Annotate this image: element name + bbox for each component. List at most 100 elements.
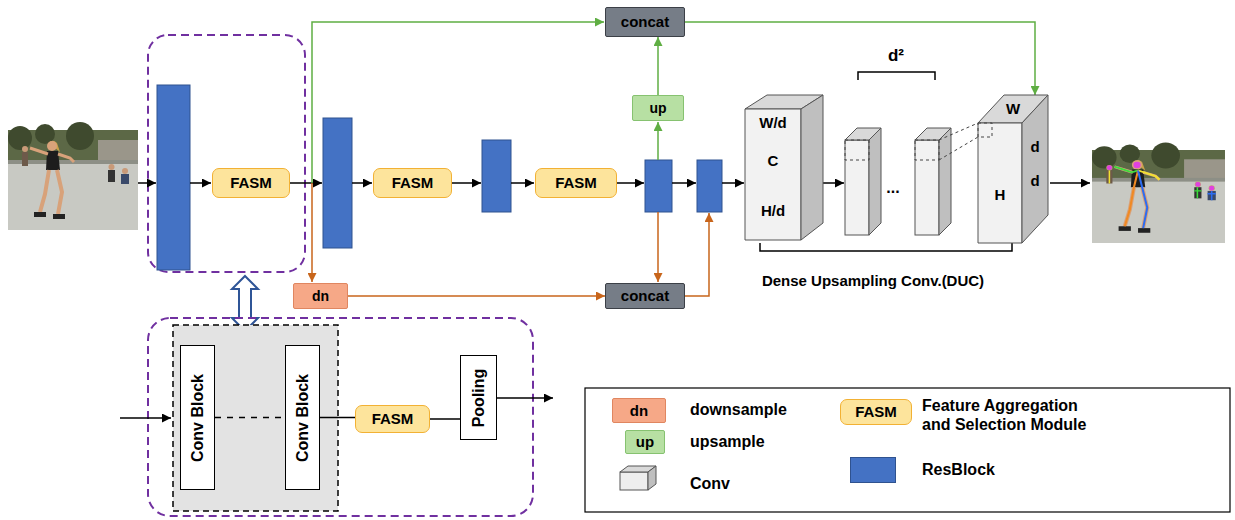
pose-skeleton bbox=[1125, 170, 1138, 226]
cuboid-face bbox=[745, 109, 801, 240]
flow-arrow bbox=[511, 182, 534, 184]
resblock bbox=[697, 160, 722, 212]
flow-arrow bbox=[617, 182, 644, 184]
pose-skeleton bbox=[1194, 187, 1201, 198]
concat-box: concat bbox=[605, 283, 685, 309]
resblock bbox=[323, 118, 352, 248]
pixel-shuffle-guides bbox=[845, 123, 978, 160]
node-text: d bbox=[1030, 172, 1039, 189]
resblock bbox=[157, 85, 190, 270]
skip-line bbox=[657, 212, 659, 282]
flow-arrow bbox=[722, 182, 744, 184]
pose-skeleton bbox=[1115, 167, 1139, 173]
legend-conv-icon bbox=[620, 466, 656, 490]
skip-line bbox=[311, 183, 313, 282]
fasm-box: FASM bbox=[373, 168, 452, 198]
cuboid-face bbox=[1022, 95, 1048, 243]
slice-cuboids bbox=[845, 128, 951, 235]
detail-outline bbox=[148, 318, 533, 516]
layer-box: Pooling bbox=[460, 355, 497, 440]
node-text: FASM bbox=[555, 174, 597, 191]
output-photo bbox=[1092, 143, 1225, 243]
flow-arrow bbox=[823, 182, 844, 184]
node-text: concat bbox=[621, 13, 669, 30]
output-image bbox=[1092, 143, 1225, 243]
layer-box: Conv Block bbox=[285, 345, 320, 490]
resblock bbox=[645, 160, 672, 212]
fasm-box: FASM bbox=[355, 405, 430, 433]
legend-text: Feature Aggregation and Selection Module bbox=[922, 396, 1107, 434]
cuboid-face bbox=[978, 123, 1022, 243]
legend-text: ResBlock bbox=[922, 460, 995, 479]
slice-side bbox=[939, 128, 951, 235]
pose-skeleton bbox=[1109, 170, 1111, 183]
slice-front bbox=[915, 140, 939, 235]
flow-arrow bbox=[452, 182, 481, 184]
skip-line bbox=[657, 122, 659, 160]
d2-bracket bbox=[858, 72, 935, 80]
conv-group bbox=[173, 325, 338, 511]
cube-front bbox=[620, 472, 648, 490]
ellipsis-mark: ... bbox=[886, 178, 899, 197]
skip-line bbox=[685, 213, 709, 296]
node-text: W bbox=[1006, 100, 1020, 117]
legend-swatch bbox=[850, 457, 896, 483]
node-text: up bbox=[649, 100, 666, 116]
flow-arrow bbox=[497, 397, 553, 399]
flow-arrow bbox=[120, 417, 171, 419]
expand-arrow bbox=[232, 276, 258, 331]
legend-swatch-text: dn bbox=[630, 402, 648, 420]
pose-head bbox=[1133, 162, 1140, 169]
flow-connector bbox=[215, 417, 285, 419]
concat-box: concat bbox=[605, 7, 685, 37]
pose-head bbox=[1209, 186, 1214, 191]
fasm-box: FASM bbox=[212, 168, 290, 198]
cube-side bbox=[648, 466, 656, 490]
node-text: concat bbox=[621, 287, 669, 304]
node-text: C bbox=[768, 152, 779, 169]
cuboid-face bbox=[801, 95, 823, 240]
flow-connector bbox=[430, 418, 460, 420]
node-text: dn bbox=[312, 288, 329, 304]
node-text: Conv Block bbox=[293, 373, 311, 461]
dimension-label: d² bbox=[888, 46, 904, 66]
module-caption: Dense Upsampling Conv.(DUC) bbox=[762, 272, 984, 290]
flow-arrow bbox=[190, 182, 211, 184]
pose-skeleton bbox=[1138, 170, 1147, 228]
legend-swatch-text: up bbox=[636, 433, 654, 451]
node-text: FASM bbox=[372, 410, 414, 427]
skip-line bbox=[312, 22, 604, 183]
stage-outline bbox=[148, 35, 305, 272]
flow-connector bbox=[657, 37, 659, 95]
node-text: FASM bbox=[392, 174, 434, 191]
flow-arrow bbox=[1050, 182, 1090, 184]
flow-connector bbox=[685, 22, 1035, 95]
guide-line bbox=[915, 140, 939, 160]
pose-head bbox=[1195, 182, 1200, 187]
resblock bbox=[482, 140, 511, 212]
flow-arrow bbox=[352, 182, 372, 184]
slice-side bbox=[869, 128, 881, 235]
node-text: H bbox=[995, 186, 1006, 203]
fasm-box: FASM bbox=[535, 168, 617, 198]
legend-box bbox=[585, 388, 1230, 512]
legend-swatch-text: FASM bbox=[855, 403, 897, 421]
upsample-box: up bbox=[632, 95, 684, 121]
legend-text: downsample bbox=[690, 400, 787, 419]
legend-text: upsample bbox=[690, 432, 765, 451]
guide-line bbox=[845, 140, 869, 160]
layer-box: Conv Block bbox=[180, 345, 215, 490]
pose-head bbox=[1107, 165, 1112, 170]
node-text: FASM bbox=[230, 174, 272, 191]
flow-arrow bbox=[138, 182, 156, 184]
flow-arrow bbox=[672, 182, 696, 184]
slice-front bbox=[845, 140, 869, 235]
guide-line bbox=[978, 123, 992, 137]
flow-arrow bbox=[290, 182, 322, 184]
downsample-box: dn bbox=[293, 283, 348, 309]
guide-line bbox=[939, 123, 978, 160]
pose-skeleton bbox=[1138, 170, 1159, 179]
conv-cuboid: W/dCH/d bbox=[745, 95, 823, 240]
node-text: d bbox=[1030, 138, 1039, 155]
